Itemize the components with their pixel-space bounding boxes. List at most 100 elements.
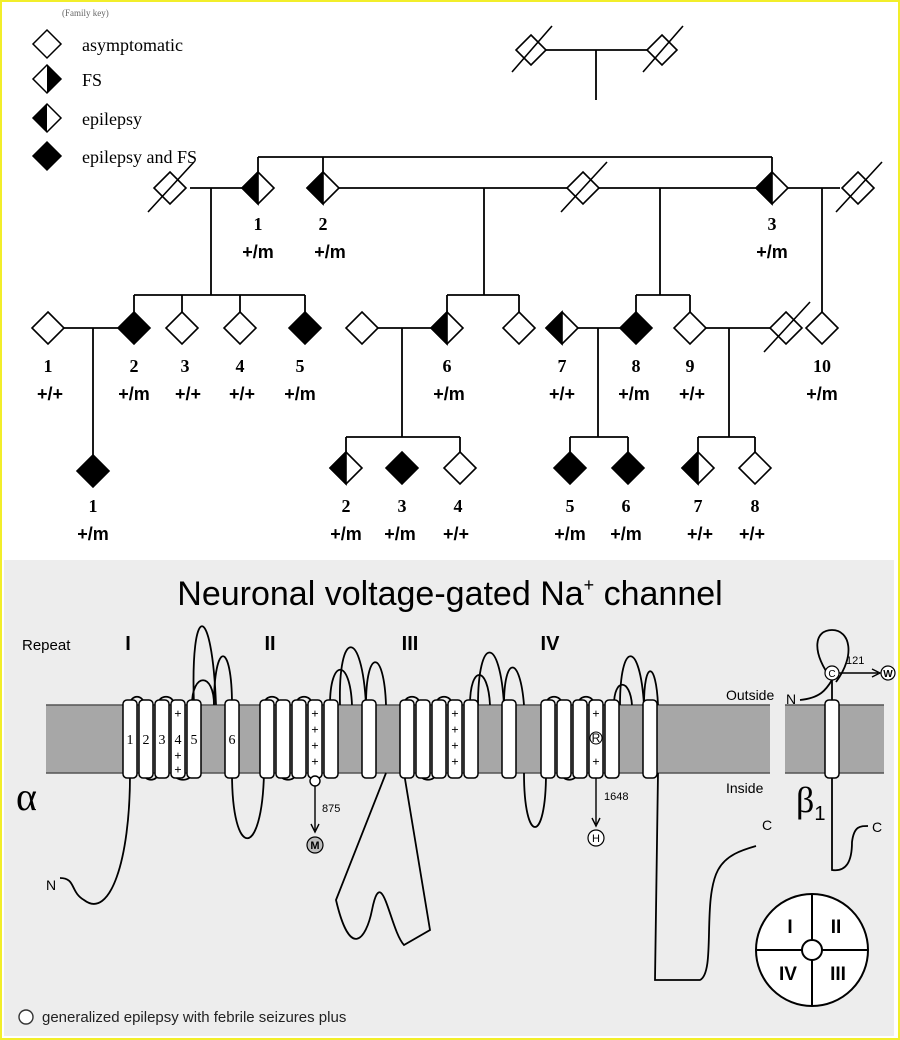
svg-text:6: 6 [443, 356, 452, 376]
person-iii6 [431, 312, 463, 344]
svg-text:+/+: +/+ [739, 524, 765, 544]
n-terminus-label: N [46, 877, 56, 893]
alpha-label: α [16, 774, 37, 819]
svg-text:6: 6 [622, 496, 631, 516]
svg-text:+/+: +/+ [687, 524, 713, 544]
pedigree-labels: 1 +/m 2 +/m 3 +/m 1 +/+ 2 +/m 3 +/+ 4 +/… [37, 214, 838, 544]
spouse-iii6 [346, 312, 378, 344]
channel-title: Neuronal voltage-gated Na+ channel [177, 575, 722, 613]
legend-header: (Family key) [62, 8, 109, 18]
person-iii9 [674, 312, 706, 344]
svg-text:3: 3 [159, 733, 166, 748]
legend: (Family key) asymptomatic FS epilepsy ep… [33, 8, 197, 170]
svg-text:+/m: +/m [284, 384, 316, 404]
person-ii1 [242, 172, 274, 204]
deceased-spouse-iii9 [764, 302, 810, 352]
svg-text:I: I [787, 917, 792, 938]
deceased-founder-right [643, 26, 683, 72]
legend-label-epilepsy-fs: epilepsy and FS [82, 147, 197, 167]
c-terminus-label: C [762, 817, 772, 833]
svg-text:2: 2 [319, 214, 328, 234]
svg-text:+/m: +/m [118, 384, 150, 404]
svg-text:1: 1 [127, 733, 134, 748]
legend-label-asymptomatic: asymptomatic [82, 35, 183, 55]
svg-text:7: 7 [558, 356, 567, 376]
svg-text:+/+: +/+ [37, 384, 63, 404]
svg-text:II: II [831, 917, 842, 938]
svg-text:+: + [451, 738, 458, 753]
svg-text:+/m: +/m [618, 384, 650, 404]
svg-text:+: + [311, 706, 318, 721]
svg-text:H: H [592, 833, 600, 845]
person-iii5 [289, 312, 321, 344]
person-iii-sib [503, 312, 535, 344]
svg-text:+/m: +/m [610, 524, 642, 544]
pedigree-symbols [32, 26, 882, 487]
repeat-iv: IV [541, 633, 561, 655]
person-ii2 [307, 172, 339, 204]
svg-text:3: 3 [398, 496, 407, 516]
svg-text:5: 5 [191, 733, 198, 748]
deceased-founder-left [512, 26, 552, 72]
svg-text:+/m: +/m [433, 384, 465, 404]
svg-text:+/m: +/m [77, 524, 109, 544]
svg-text:8: 8 [751, 496, 760, 516]
svg-text:IV: IV [779, 964, 797, 985]
legend-filled-diamond [33, 142, 61, 170]
svg-text:III: III [830, 964, 846, 985]
svg-text:4: 4 [454, 496, 463, 516]
svg-text:+: + [174, 748, 181, 763]
person-ii3 [756, 172, 788, 204]
person-iii3 [166, 312, 198, 344]
svg-text:+/+: +/+ [549, 384, 575, 404]
deceased-spouse-ii2 [561, 162, 607, 212]
svg-text:8: 8 [632, 356, 641, 376]
svg-text:+/+: +/+ [229, 384, 255, 404]
legend-label-fs: FS [82, 70, 102, 90]
legend-label-epilepsy: epilepsy [82, 109, 142, 129]
svg-text:C: C [828, 669, 835, 680]
beta-c-terminus: C [872, 819, 882, 835]
svg-text:7: 7 [694, 496, 703, 516]
svg-text:10: 10 [813, 356, 831, 376]
svg-text:2: 2 [143, 733, 150, 748]
inside-label: Inside [726, 780, 764, 796]
svg-text:1: 1 [254, 214, 263, 234]
svg-text:2: 2 [130, 356, 139, 376]
person-iv2 [330, 452, 362, 484]
svg-text:+: + [311, 722, 318, 737]
svg-text:+/m: +/m [242, 242, 274, 262]
svg-text:+/m: +/m [384, 524, 416, 544]
svg-text:4: 4 [236, 356, 245, 376]
svg-text:+/m: +/m [330, 524, 362, 544]
svg-text:+: + [311, 738, 318, 753]
repeat-iii: III [402, 633, 419, 655]
svg-text:+/m: +/m [806, 384, 838, 404]
repeat-ii: II [264, 633, 275, 655]
person-iii10 [806, 312, 838, 344]
svg-text:M: M [310, 840, 319, 852]
svg-text:+/m: +/m [314, 242, 346, 262]
legend-open-diamond [33, 30, 61, 58]
svg-text:1: 1 [89, 496, 98, 516]
svg-text:+/+: +/+ [679, 384, 705, 404]
svg-text:W: W [883, 669, 893, 680]
person-iii8 [620, 312, 652, 344]
svg-text:1: 1 [44, 356, 53, 376]
outside-label: Outside [726, 687, 774, 703]
mutation-pos-875: 875 [322, 803, 340, 815]
svg-text:5: 5 [296, 356, 305, 376]
person-iii1 [32, 312, 64, 344]
svg-text:+: + [311, 754, 318, 769]
person-iv8 [739, 452, 771, 484]
person-iii7 [546, 312, 578, 344]
mutation-pos-1648: 1648 [604, 791, 628, 803]
footnote-circle-icon [19, 1010, 33, 1024]
svg-text:5: 5 [566, 496, 575, 516]
person-iv1 [77, 455, 109, 487]
svg-text:+: + [451, 754, 458, 769]
beta-n-terminus: N [786, 691, 796, 707]
person-iv5 [554, 452, 586, 484]
deceased-spouse-ii3 [836, 162, 882, 212]
